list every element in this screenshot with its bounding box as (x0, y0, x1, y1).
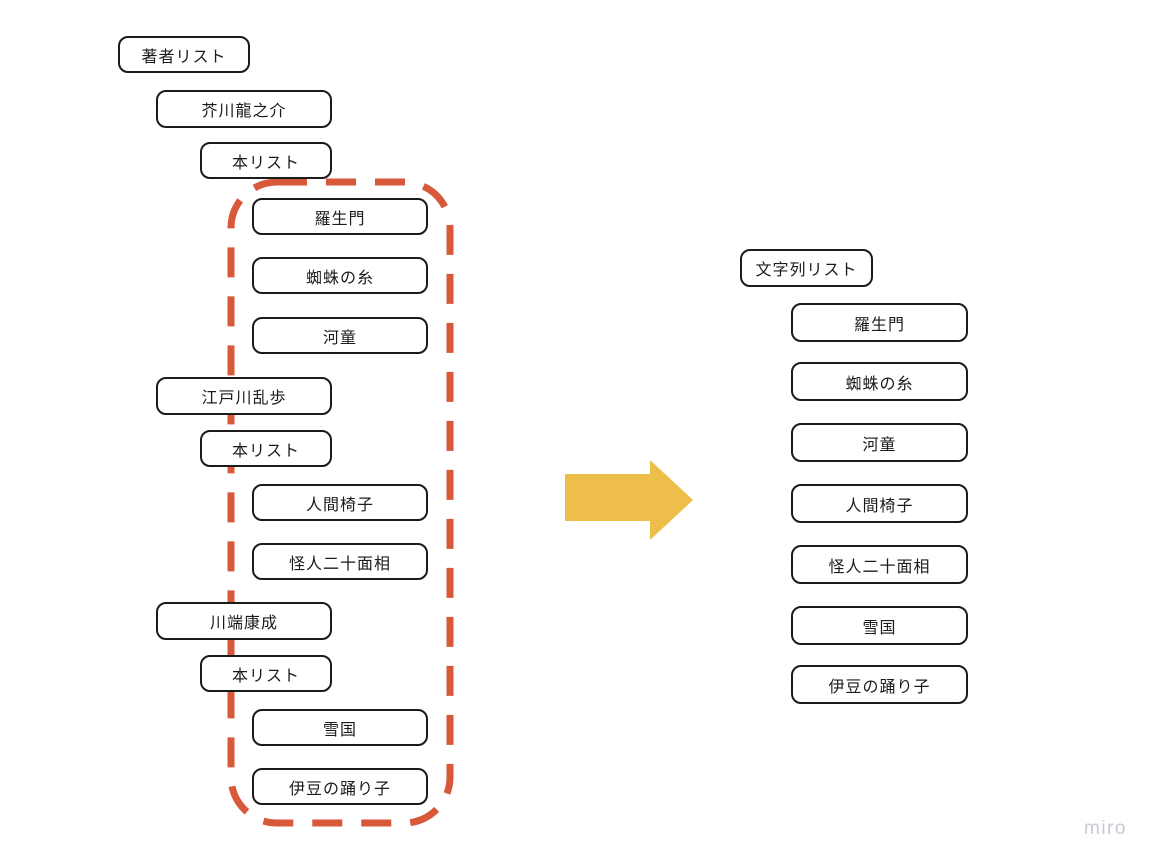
group-dashed-outline-rect (227, 178, 454, 827)
right-arrow-icon[interactable] (565, 460, 695, 542)
tree-node-book-izu-dancer[interactable]: 伊豆の踊り子 (252, 768, 428, 805)
list-item-rashomon[interactable]: 羅生門 (791, 303, 968, 342)
tree-node-book-human-chair[interactable]: 人間椅子 (252, 484, 428, 521)
tree-node-book-twenty-faces[interactable]: 怪人二十面相 (252, 543, 428, 580)
list-node-string-list[interactable]: 文字列リスト (740, 249, 873, 287)
list-item-kappa[interactable]: 河童 (791, 423, 968, 462)
miro-watermark: miro (1084, 818, 1127, 839)
tree-node-book-list-1[interactable]: 本リスト (200, 142, 332, 179)
tree-node-book-kappa[interactable]: 河童 (252, 317, 428, 354)
tree-node-book-spider-thread[interactable]: 蜘蛛の糸 (252, 257, 428, 294)
tree-node-book-list-3[interactable]: 本リスト (200, 655, 332, 692)
list-item-spider-thread[interactable]: 蜘蛛の糸 (791, 362, 968, 401)
tree-node-author-kawabata[interactable]: 川端康成 (156, 602, 332, 640)
list-item-human-chair[interactable]: 人間椅子 (791, 484, 968, 523)
list-item-twenty-faces[interactable]: 怪人二十面相 (791, 545, 968, 584)
list-item-izu-dancer[interactable]: 伊豆の踊り子 (791, 665, 968, 704)
tree-node-author-edogawa[interactable]: 江戸川乱歩 (156, 377, 332, 415)
tree-node-author-list[interactable]: 著者リスト (118, 36, 250, 73)
right-arrow-shape (565, 460, 693, 540)
tree-node-author-akutagawa[interactable]: 芥川龍之介 (156, 90, 332, 128)
tree-node-book-rashomon[interactable]: 羅生門 (252, 198, 428, 235)
list-item-snow-country[interactable]: 雪国 (791, 606, 968, 645)
group-dashed-outline[interactable] (225, 176, 457, 830)
tree-node-book-list-2[interactable]: 本リスト (200, 430, 332, 467)
tree-node-book-snow-country[interactable]: 雪国 (252, 709, 428, 746)
